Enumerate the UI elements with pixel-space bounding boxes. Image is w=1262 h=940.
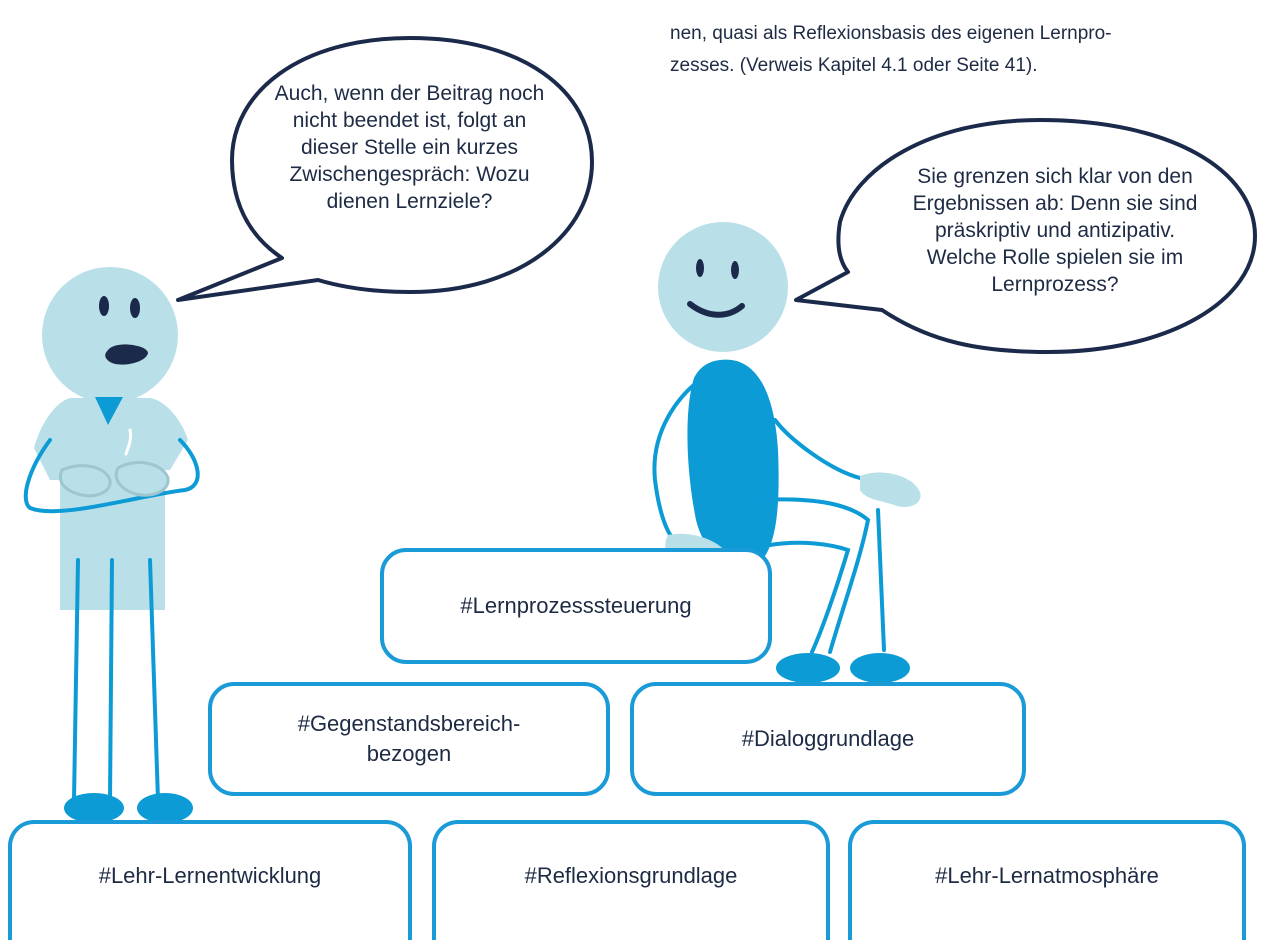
speech-bubble-left-text: Auch, wenn der Beitrag noch nicht beende… bbox=[232, 80, 587, 215]
right-figure-leg bbox=[768, 540, 851, 654]
bubble-line: nicht beendet ist, folgt an bbox=[292, 109, 527, 132]
left-figure-arm bbox=[23, 438, 200, 514]
block-lernprozesssteuerung: #Lernprozesssteuerung bbox=[380, 548, 772, 664]
speech-bubble-left bbox=[176, 36, 594, 302]
block-label: #Dialoggrundlage bbox=[741, 726, 915, 751]
speech-bubble-right-text: Sie grenzen sich klar von den Ergebnisse… bbox=[865, 163, 1245, 298]
right-figure-leg bbox=[758, 497, 871, 654]
left-figure-foot bbox=[137, 793, 193, 823]
block-gegenstandsbereichbezogen: #Gegenstandsbereich- bezogen bbox=[208, 682, 610, 796]
block-dialoggrundlage: #Dialoggrundlage bbox=[630, 682, 1026, 796]
left-figure-eye bbox=[130, 298, 140, 318]
block-reflexionsgrundlage: #Reflexionsgrundlage bbox=[432, 820, 830, 940]
block-label: #Lehr-Lernatmosphäre bbox=[935, 863, 1159, 888]
right-figure-arm bbox=[773, 418, 862, 480]
left-figure bbox=[23, 267, 200, 823]
block-lehr-lernentwicklung: #Lehr-Lernentwicklung bbox=[8, 820, 412, 940]
right-figure-mouth bbox=[687, 301, 745, 318]
left-figure-eye bbox=[99, 296, 109, 316]
block-label: bezogen bbox=[366, 741, 452, 766]
right-figure-eye bbox=[696, 259, 704, 277]
bubble-line: dieser Stelle ein kurzes bbox=[300, 136, 519, 159]
bubble-line: Zwischengespräch: Wozu bbox=[289, 163, 530, 186]
speech-bubble-right bbox=[794, 118, 1257, 354]
block-label: #Lernprozesssteuerung bbox=[460, 593, 692, 618]
bubble-line: Lernprozess? bbox=[991, 273, 1119, 296]
left-figure-collar bbox=[95, 397, 123, 425]
right-figure-eye bbox=[731, 261, 739, 279]
left-figure-leg bbox=[108, 558, 114, 802]
left-figure-hand bbox=[59, 464, 112, 498]
right-figure bbox=[652, 222, 921, 683]
block-lehr-lernatmosphaere: #Lehr-Lernatmosphäre bbox=[848, 820, 1246, 940]
left-figure-hand bbox=[114, 461, 170, 497]
left-figure-foot bbox=[64, 793, 124, 823]
right-figure-hand bbox=[860, 472, 921, 508]
left-figure-mouth bbox=[105, 344, 148, 365]
left-figure-leg bbox=[148, 558, 160, 802]
bubble-line: präskriptiv und antizipativ. bbox=[934, 219, 1176, 242]
block-label: #Reflexionsgrundlage bbox=[524, 863, 738, 888]
bubble-line: Ergebnissen ab: Denn sie sind bbox=[912, 192, 1198, 215]
right-figure-arm bbox=[652, 378, 702, 547]
right-figure-torso bbox=[687, 359, 779, 567]
right-figure-foot bbox=[850, 653, 910, 683]
block-label: #Lehr-Lernentwicklung bbox=[98, 863, 322, 888]
left-figure-pen bbox=[124, 428, 132, 456]
top-paragraph-line: nen, quasi als Reflexionsbasis des eigen… bbox=[670, 23, 1112, 44]
right-figure-leg bbox=[876, 508, 886, 652]
block-label: #Gegenstandsbereich- bbox=[297, 711, 521, 736]
top-paragraph-line: zesses. (Verweis Kapitel 4.1 oder Seite … bbox=[670, 55, 1038, 76]
top-paragraph: nen, quasi als Reflexionsbasis des eigen… bbox=[670, 18, 1248, 82]
left-figure-leg bbox=[72, 558, 80, 802]
left-figure-head bbox=[42, 267, 178, 403]
bubble-line: dienen Lernziele? bbox=[326, 190, 493, 213]
bubble-line: Auch, wenn der Beitrag noch bbox=[274, 82, 545, 105]
bubble-line: Welche Rolle spielen sie im bbox=[926, 246, 1184, 269]
bubble-line: Sie grenzen sich klar von den bbox=[917, 165, 1193, 188]
right-figure-head bbox=[658, 222, 788, 352]
right-figure-foot bbox=[776, 653, 840, 683]
